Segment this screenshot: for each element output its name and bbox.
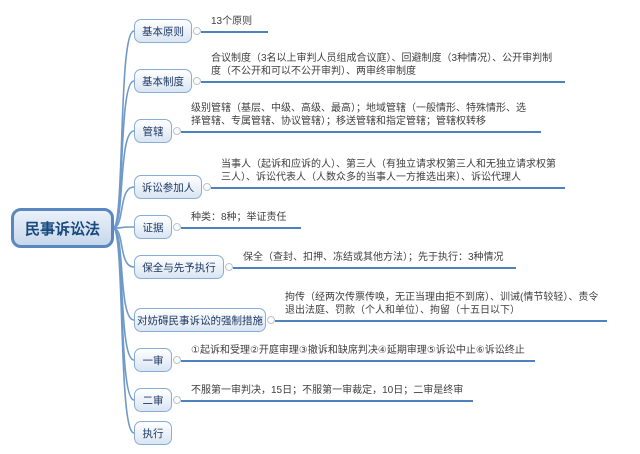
root-node-civil-procedure-law[interactable]: 民事诉讼法: [11, 208, 114, 248]
branch-detail-coercive-measures[interactable]: 拘传（经两次传票传唤，无正当理由拒不到席）、训诫(情节较轻）、责令退出法庭、罚款…: [277, 291, 607, 322]
connector-curve: [112, 186, 135, 229]
expand-control[interactable]: [173, 396, 181, 404]
branch-node-litigation-participants[interactable]: 诉讼参加人: [134, 175, 202, 199]
branch-node-evidence[interactable]: 证据: [134, 215, 172, 239]
branch-detail-second-instance[interactable]: 不服第一审判决，15日；不服第一审裁定，10日；二审是终审: [183, 384, 474, 402]
expand-control[interactable]: [173, 356, 181, 364]
expand-control[interactable]: [203, 183, 211, 191]
branch-node-basic-systems[interactable]: 基本制度: [134, 69, 192, 93]
branch-detail-evidence[interactable]: 种类：8种；举证责任: [183, 211, 301, 229]
branch-node-coercive-measures[interactable]: 对妨碍民事诉讼的强制措施: [134, 308, 266, 332]
connector-curve: [112, 227, 135, 434]
branch-node-execution[interactable]: 执行: [134, 421, 172, 445]
branch-node-jurisdiction[interactable]: 管辖: [134, 119, 172, 143]
expand-control[interactable]: [193, 27, 201, 35]
connector-curve: [112, 80, 135, 229]
branch-node-basic-principles[interactable]: 基本原则: [134, 19, 192, 43]
branch-node-first-instance[interactable]: 一审: [134, 348, 172, 372]
connector-curve: [112, 130, 135, 229]
expand-control[interactable]: [173, 223, 181, 231]
branch-detail-first-instance[interactable]: ①起诉和受理②开庭审理③撤诉和缺席判决④延期审理⑤诉讼中止⑥诉讼终止: [183, 344, 535, 362]
branch-detail-litigation-participants[interactable]: 当事人（起诉和应诉的人）、第三人（有独立请求权第三人和无独立请求权第三人）、诉讼…: [213, 158, 565, 189]
branch-node-second-instance[interactable]: 二审: [134, 388, 172, 412]
branch-detail-jurisdiction[interactable]: 级别管辖（基层、中级、高级、最高）；地域管辖（一般情形、特殊情形、选择管辖、专属…: [183, 102, 541, 133]
expand-control[interactable]: [173, 127, 181, 135]
expand-control[interactable]: [225, 263, 233, 271]
expand-control[interactable]: [193, 77, 201, 85]
branch-detail-basic-principles[interactable]: 13个原则: [203, 15, 269, 33]
branch-node-preservation-advance-execution[interactable]: 保全与先予执行: [134, 255, 224, 279]
branch-detail-basic-systems[interactable]: 合议制度（3名以上审判人员组成合议庭）、回避制度（3种情况）、公开审判制度（不公…: [203, 52, 565, 83]
branch-detail-preservation-advance-execution[interactable]: 保全（查封、扣押、冻结或其他方法）；先于执行：3种情况: [235, 251, 516, 269]
expand-control[interactable]: [267, 316, 275, 324]
